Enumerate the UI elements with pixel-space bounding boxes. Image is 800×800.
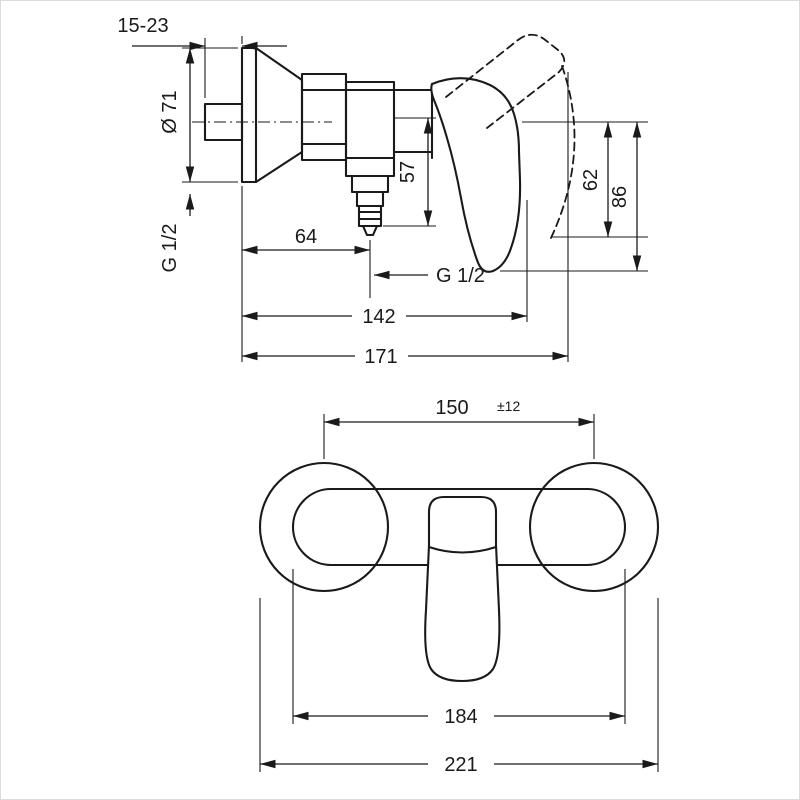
side-view: 15-23 Ø 71 G 1/2 57 64 G 1/2 142 171 [117, 15, 648, 368]
dim-center-distance-label: 150 [435, 397, 468, 419]
dim-outlet-drop-label: 57 [397, 161, 419, 183]
valve-body [344, 80, 396, 178]
outlet-tip [361, 224, 379, 237]
dim-handle-height-label: 86 [609, 186, 631, 208]
left-escutcheon [258, 461, 390, 593]
outlet-step [350, 174, 390, 194]
union-nut [300, 72, 348, 162]
escutcheon-cone [240, 46, 304, 184]
dim-depth-body-label: 142 [362, 306, 395, 328]
handle-front [424, 495, 501, 683]
handle-front-seam [427, 545, 498, 554]
outlet-step [355, 190, 385, 208]
dim-wall-distance-label: 15-23 [117, 15, 168, 37]
dim-outlet-thread-label: G 1/2 [436, 265, 485, 287]
front-view: 150 ±12 184 221 [258, 397, 660, 776]
dim-body-width-label: 184 [444, 706, 477, 728]
handle-motion-arc-dashed [549, 65, 576, 241]
handle-lever [430, 77, 522, 273]
right-escutcheon [528, 461, 660, 593]
dim-outlet-offset-label: 64 [295, 226, 317, 248]
outlet-thread [357, 204, 383, 228]
dim-total-width-label: 221 [444, 754, 477, 776]
dim-handle-raised-height-label: 62 [580, 169, 602, 191]
dim-escutcheon-diameter-label: Ø 71 [159, 90, 181, 133]
dim-inlet-thread-label: G 1/2 [159, 224, 181, 273]
dim-depth-total-label: 171 [364, 346, 397, 368]
dim-center-tolerance-label: ±12 [497, 398, 520, 414]
